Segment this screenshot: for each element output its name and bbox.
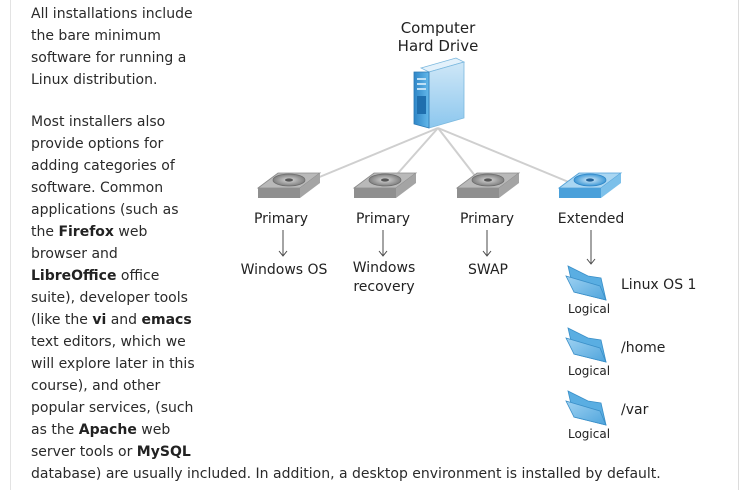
- left-border: [10, 0, 11, 490]
- disk-icon-extended: [557, 172, 623, 198]
- vi-term: vi: [92, 312, 107, 328]
- logical-label-1: Logical: [568, 302, 610, 316]
- apache-term: Apache: [78, 422, 137, 438]
- folder-icon-logical-2: [565, 327, 607, 363]
- libreoffice-term: LibreOffice: [31, 268, 117, 284]
- firefox-term: Firefox: [58, 224, 114, 240]
- logical-name-3: /var: [621, 402, 649, 418]
- down-arrows: [278, 230, 596, 265]
- intro-paragraph: All installations include the bare minim…: [31, 6, 193, 88]
- server-icon: [413, 57, 466, 129]
- emacs-term: emacs: [141, 312, 192, 328]
- root-label-line2: Hard Drive: [398, 37, 479, 55]
- partition-content-2-line2: recovery: [353, 279, 414, 295]
- logical-label-3: Logical: [568, 427, 610, 441]
- disk-icon-primary-2: [352, 172, 418, 198]
- root-label-line1: Computer: [401, 19, 476, 37]
- options-paragraph: Most installers also provide options for…: [31, 114, 195, 460]
- partition-diagram: Computer Hard Drive: [228, 10, 708, 450]
- partition-content-1: Windows OS: [241, 262, 328, 278]
- partition-type-4: Extended: [558, 211, 625, 227]
- partition-type-3: Primary: [460, 211, 514, 227]
- disk-icon-primary-3: [455, 172, 521, 198]
- folder-icon-logical-1: [565, 265, 607, 301]
- partition-type-1: Primary: [254, 211, 308, 227]
- folder-icon-logical-3: [565, 390, 607, 426]
- partition-type-2: Primary: [356, 211, 410, 227]
- right-border: [738, 0, 739, 490]
- mysql-term: MySQL: [136, 444, 191, 460]
- partition-content-2-line1: Windows: [353, 260, 416, 276]
- partition-content-3: SWAP: [468, 262, 508, 278]
- disk-icon-primary-1: [256, 172, 322, 198]
- logical-name-2: /home: [621, 340, 665, 356]
- logical-name-1: Linux OS 1: [621, 277, 696, 293]
- logical-label-2: Logical: [568, 364, 610, 378]
- connector-lines: [287, 127, 589, 191]
- closing-line: database) are usually included. In addit…: [31, 466, 661, 482]
